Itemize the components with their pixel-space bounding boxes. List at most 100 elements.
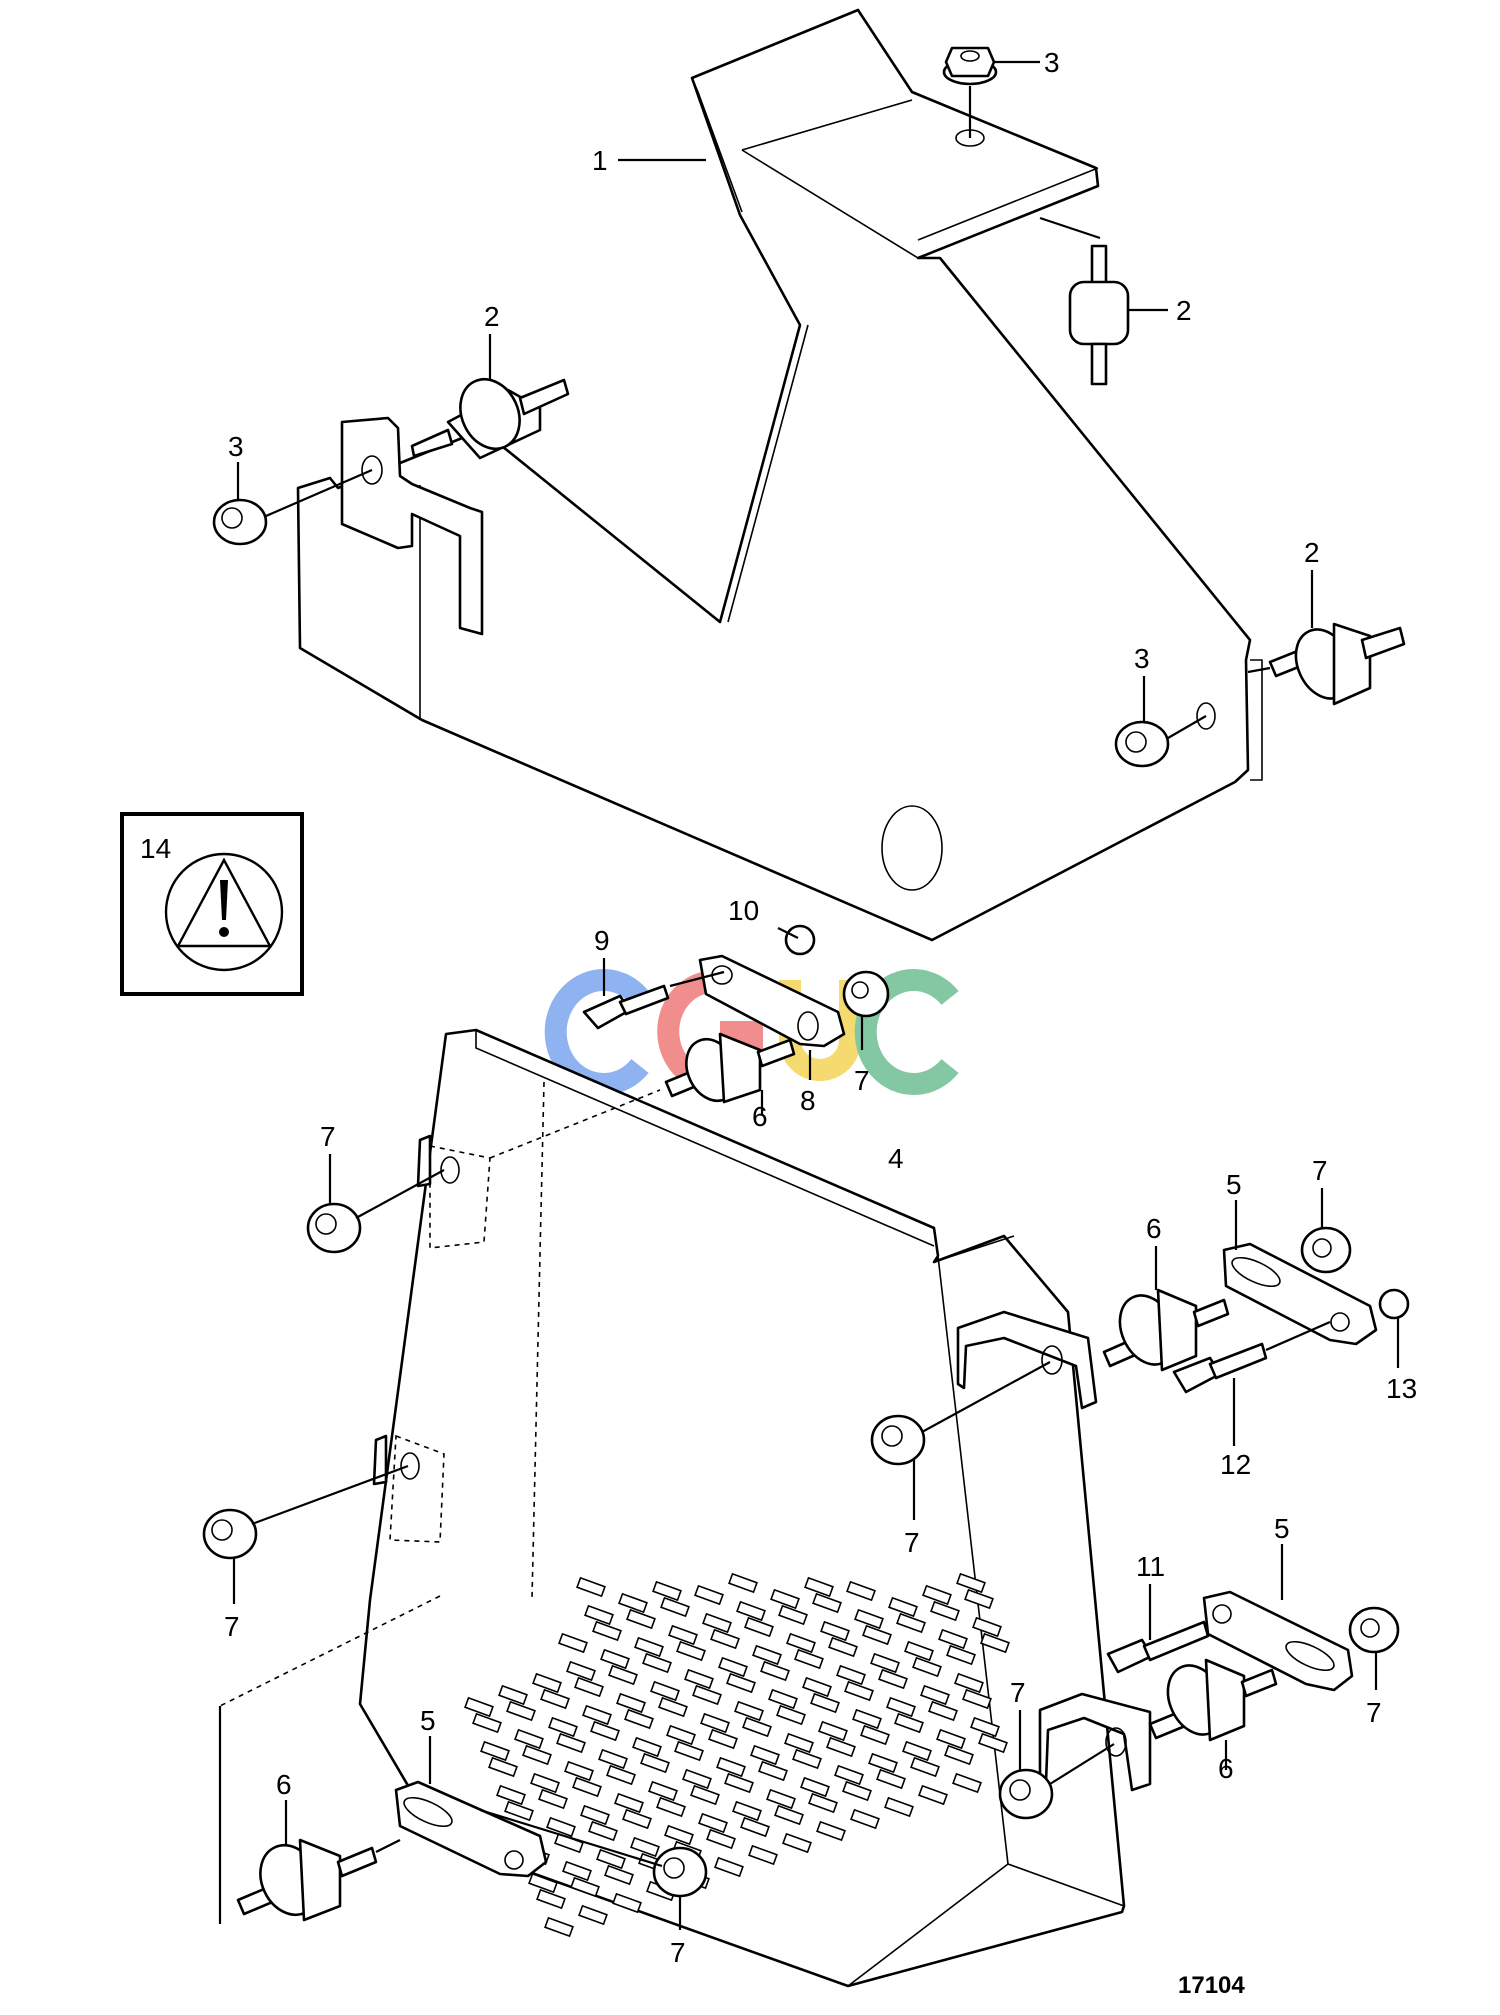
grille-slot: [598, 1748, 628, 1770]
grille-slot: [944, 1744, 974, 1766]
grille-slot: [770, 1588, 800, 1610]
grille-slot: [528, 1872, 558, 1894]
grille-slot: [488, 1756, 518, 1778]
grille-slot: [902, 1740, 932, 1762]
grille-slot: [776, 1704, 806, 1726]
grille-slot: [782, 1832, 812, 1854]
callout-3: 3: [1044, 47, 1060, 78]
grille-slot: [682, 1768, 712, 1790]
bolt-11: [1106, 1620, 1210, 1674]
grille-slot: [566, 1660, 596, 1682]
grille-slot: [970, 1716, 1000, 1738]
grille-slot: [748, 1844, 778, 1866]
spacer-13: [1378, 1288, 1410, 1320]
callout-1: 1: [592, 145, 608, 176]
guard-bracket-upper-right: [956, 1310, 1098, 1410]
grille-slot: [630, 1836, 660, 1858]
callout-3: 3: [1134, 643, 1150, 674]
grille-slot: [716, 1756, 746, 1778]
callout-7: 7: [854, 1065, 870, 1096]
callout-5: 5: [1226, 1169, 1242, 1200]
grille-slot: [584, 1604, 614, 1626]
grille-slot: [794, 1648, 824, 1670]
callout-3: 3: [228, 431, 244, 462]
grille-slot: [708, 1728, 738, 1750]
grille-slot: [896, 1612, 926, 1634]
spacer-10: [784, 924, 816, 956]
grille-slot: [972, 1616, 1002, 1638]
grille-slot: [808, 1792, 838, 1814]
callout-7: 7: [670, 1937, 686, 1968]
grille-slot: [480, 1740, 510, 1762]
grille-slot: [954, 1672, 984, 1694]
grille-slot: [658, 1696, 688, 1718]
grille-slot: [572, 1776, 602, 1798]
nut-7-left-lower: [202, 1508, 258, 1560]
grille-slot: [700, 1712, 730, 1734]
grille-slot: [536, 1888, 566, 1910]
link-plate-8: [698, 954, 846, 1048]
callout-14: 14: [140, 833, 171, 864]
grille-slot: [532, 1672, 562, 1694]
callout-2: 2: [1176, 295, 1192, 326]
grille-slot: [834, 1764, 864, 1786]
callout-7: 7: [904, 1527, 920, 1558]
grille-slot: [734, 1700, 764, 1722]
flange-nut-left: [212, 498, 268, 546]
grille-slot: [904, 1640, 934, 1662]
grille-slot: [496, 1784, 526, 1806]
grille-slot: [702, 1612, 732, 1634]
nut-7-bottom: [652, 1846, 708, 1898]
grille-slot: [592, 1620, 622, 1642]
warning-triangle-icon: [175, 857, 273, 948]
grille-slot: [826, 1736, 856, 1758]
grille-slot: [634, 1636, 664, 1658]
grille-slot: [576, 1576, 606, 1598]
grille-slot: [622, 1808, 652, 1830]
callout-11: 11: [1136, 1551, 1165, 1582]
grille-slot: [632, 1736, 662, 1758]
grille-slot: [718, 1656, 748, 1678]
grille-slot: [562, 1860, 592, 1882]
grille-slot: [608, 1664, 638, 1686]
grille-slot: [728, 1572, 758, 1594]
callout-6: 6: [752, 1101, 768, 1132]
link-plate-5-upper: [1222, 1242, 1378, 1346]
grille-slot: [860, 1724, 890, 1746]
grille-slot: [624, 1708, 654, 1730]
grille-slot: [846, 1580, 876, 1602]
grille-slot: [870, 1652, 900, 1674]
grille-slot: [876, 1768, 906, 1790]
grille-slot: [642, 1652, 672, 1674]
lower-grille-guard: [219, 1028, 1126, 1988]
callout-7: 7: [224, 1611, 240, 1642]
grille-slot: [936, 1728, 966, 1750]
grille-slot: [614, 1792, 644, 1814]
grille-slot: [938, 1628, 968, 1650]
grille-slot: [918, 1784, 948, 1806]
grille-slot: [868, 1752, 898, 1774]
grille-slot: [980, 1632, 1010, 1654]
grille-slot: [956, 1572, 986, 1594]
grille-slot: [884, 1796, 914, 1818]
rubber-mount-upper-left: [410, 377, 570, 460]
nut-7-bottom-right: [998, 1768, 1054, 1820]
grille-slot: [802, 1676, 832, 1698]
callout-8: 8: [800, 1085, 816, 1116]
grille-slot: [676, 1640, 706, 1662]
grille-slot: [962, 1688, 992, 1710]
warning-label-box: [120, 812, 304, 996]
grille-slot: [852, 1708, 882, 1730]
nut-7-left-upper: [306, 1202, 362, 1254]
grille-slot: [600, 1648, 630, 1670]
grille-slot: [612, 1892, 642, 1914]
grille-slot: [650, 1680, 680, 1702]
grille-slot: [616, 1692, 646, 1714]
grille-slot: [618, 1592, 648, 1614]
grille-slot: [946, 1644, 976, 1666]
drawing-reference-number: 17104: [1178, 1972, 1245, 1999]
grille-slot: [506, 1700, 536, 1722]
callout-7: 7: [1312, 1155, 1328, 1186]
rubber-mount-6-upper: [664, 1032, 796, 1104]
grille-slot: [928, 1700, 958, 1722]
